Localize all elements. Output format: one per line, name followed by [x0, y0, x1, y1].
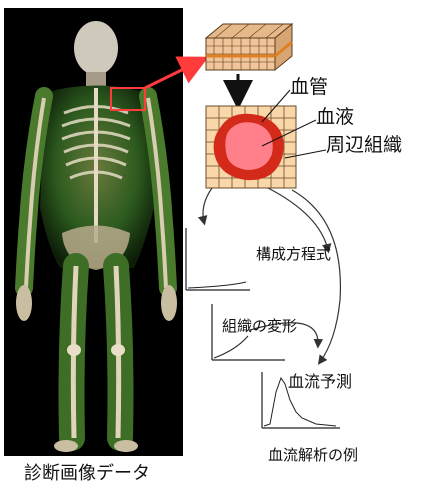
voxel-block [206, 24, 292, 70]
blood-region [225, 122, 272, 170]
tissue-label: 周辺組織 [326, 130, 402, 157]
blood-label: 血液 [316, 102, 354, 129]
constitutive-label: 構成方程式 [256, 243, 331, 264]
region-highlight-box [111, 88, 145, 110]
diagnostic-image-caption: 診断画像データ [24, 459, 150, 485]
deformation-label: 組織の変形 [222, 315, 297, 336]
cross-section-grid [206, 90, 326, 188]
flow-curve-1 [203, 188, 212, 222]
example-caption: 血流解析の例 [268, 444, 358, 465]
vessel-label: 血管 [290, 72, 328, 99]
flow-curve-3 [292, 190, 340, 362]
graph-constitutive [186, 228, 250, 290]
prediction-label: 血流予測 [288, 368, 352, 392]
zoom-arrow [145, 62, 198, 88]
flow-curve-2 [268, 188, 328, 250]
